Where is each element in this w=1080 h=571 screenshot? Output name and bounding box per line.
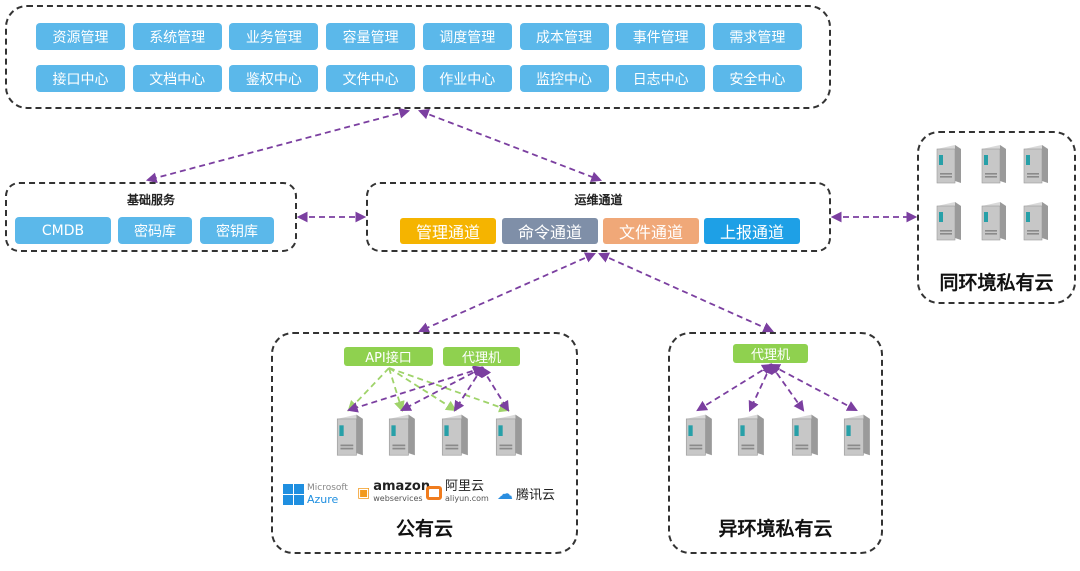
- module-chip: 成本管理: [519, 23, 609, 50]
- aliyun-icon: [426, 486, 442, 500]
- module-chip: 鉴权中心: [229, 65, 319, 92]
- server-icon: [933, 143, 963, 191]
- base-services-title: 基础服务: [126, 193, 175, 207]
- amazon-text: amazon: [373, 479, 431, 494]
- module-chip: 文件中心: [326, 65, 416, 92]
- public-cloud-group: [271, 332, 578, 554]
- module-chip: 需求管理: [712, 23, 802, 50]
- ops-channel-group: [366, 182, 831, 252]
- module-chip: 容量管理: [326, 23, 416, 50]
- aws-cubes-icon: ▣: [357, 485, 371, 501]
- module-chip: 接口中心: [36, 65, 125, 92]
- connection-arrow: [480, 366, 510, 412]
- base-service-chip: 密码库: [118, 217, 192, 244]
- module-chip: 文档中心: [132, 65, 222, 92]
- top-modules-group: [5, 5, 831, 109]
- base-service-chip: 密钥库: [200, 217, 274, 244]
- module-chip: 作业中心: [422, 65, 512, 92]
- public-proxy-badge: 代理机: [443, 347, 520, 366]
- server-icon: [978, 143, 1008, 191]
- module-chip: 监控中心: [519, 65, 609, 92]
- module-chip: 调度管理: [422, 23, 512, 50]
- public-cloud-label: 公有云: [395, 518, 453, 540]
- azure-text-top: Microsoft: [307, 483, 348, 493]
- server-icon: [333, 412, 365, 464]
- same-env-private-group: [917, 131, 1076, 304]
- aliyun-domain-text: aliyun.com: [445, 494, 489, 503]
- base-service-chip: CMDB: [15, 217, 111, 244]
- tencent-cloud-icon: ☁: [497, 484, 513, 503]
- ops-channel-chip: 命令通道: [502, 218, 598, 244]
- module-chip: 日志中心: [616, 65, 706, 92]
- base-services-group: [5, 182, 297, 252]
- api-interface-badge: API接口: [344, 347, 433, 366]
- connection-arrow: [769, 363, 858, 412]
- connection-arrow: [453, 366, 484, 412]
- module-chip: 资源管理: [36, 23, 125, 50]
- ops-channel-chip: 上报通道: [704, 218, 800, 244]
- aws-text: webservices: [373, 494, 423, 503]
- server-icon: [788, 412, 820, 464]
- windows-icon: [283, 483, 304, 505]
- diff-env-private-group: [668, 332, 883, 554]
- server-icon: [1020, 200, 1050, 248]
- ops-channel-title: 运维通道: [574, 193, 623, 207]
- connection-arrow: [417, 109, 603, 182]
- diff-proxy-badge: 代理机: [733, 344, 808, 363]
- server-icon: [734, 412, 766, 464]
- azure-logo: Microsoft Azure: [283, 483, 348, 505]
- server-icon: [682, 412, 714, 464]
- server-icon: [978, 200, 1008, 248]
- diff-env-private-label: 异环境私有云: [718, 518, 833, 540]
- ops-channel-chip: 文件通道: [603, 218, 699, 244]
- server-icon: [438, 412, 470, 464]
- amazon-logo: ▣ amazon webservices: [357, 479, 431, 505]
- connection-arrow: [598, 252, 774, 333]
- connection-arrow: [145, 107, 411, 184]
- module-chip: 业务管理: [229, 23, 319, 50]
- server-icon: [385, 412, 417, 464]
- module-chip: 系统管理: [132, 23, 222, 50]
- tencent-text: 腾讯云: [516, 488, 556, 503]
- azure-text: Azure: [307, 493, 339, 506]
- aliyun-text: 阿里云: [445, 479, 485, 494]
- connection-arrow: [418, 252, 596, 333]
- module-chip: 事件管理: [616, 23, 706, 50]
- server-icon: [840, 412, 872, 464]
- tencent-logo: ☁ 腾讯云: [497, 484, 555, 503]
- connection-arrow: [748, 363, 773, 412]
- same-env-private-label: 同环境私有云: [939, 272, 1054, 294]
- server-icon: [492, 412, 524, 464]
- module-chip: 安全中心: [712, 65, 802, 92]
- ops-channel-chip: 管理通道: [400, 218, 496, 244]
- server-icon: [1020, 143, 1050, 191]
- aliyun-logo: 阿里云 aliyun.com: [426, 479, 489, 505]
- server-icon: [933, 200, 963, 248]
